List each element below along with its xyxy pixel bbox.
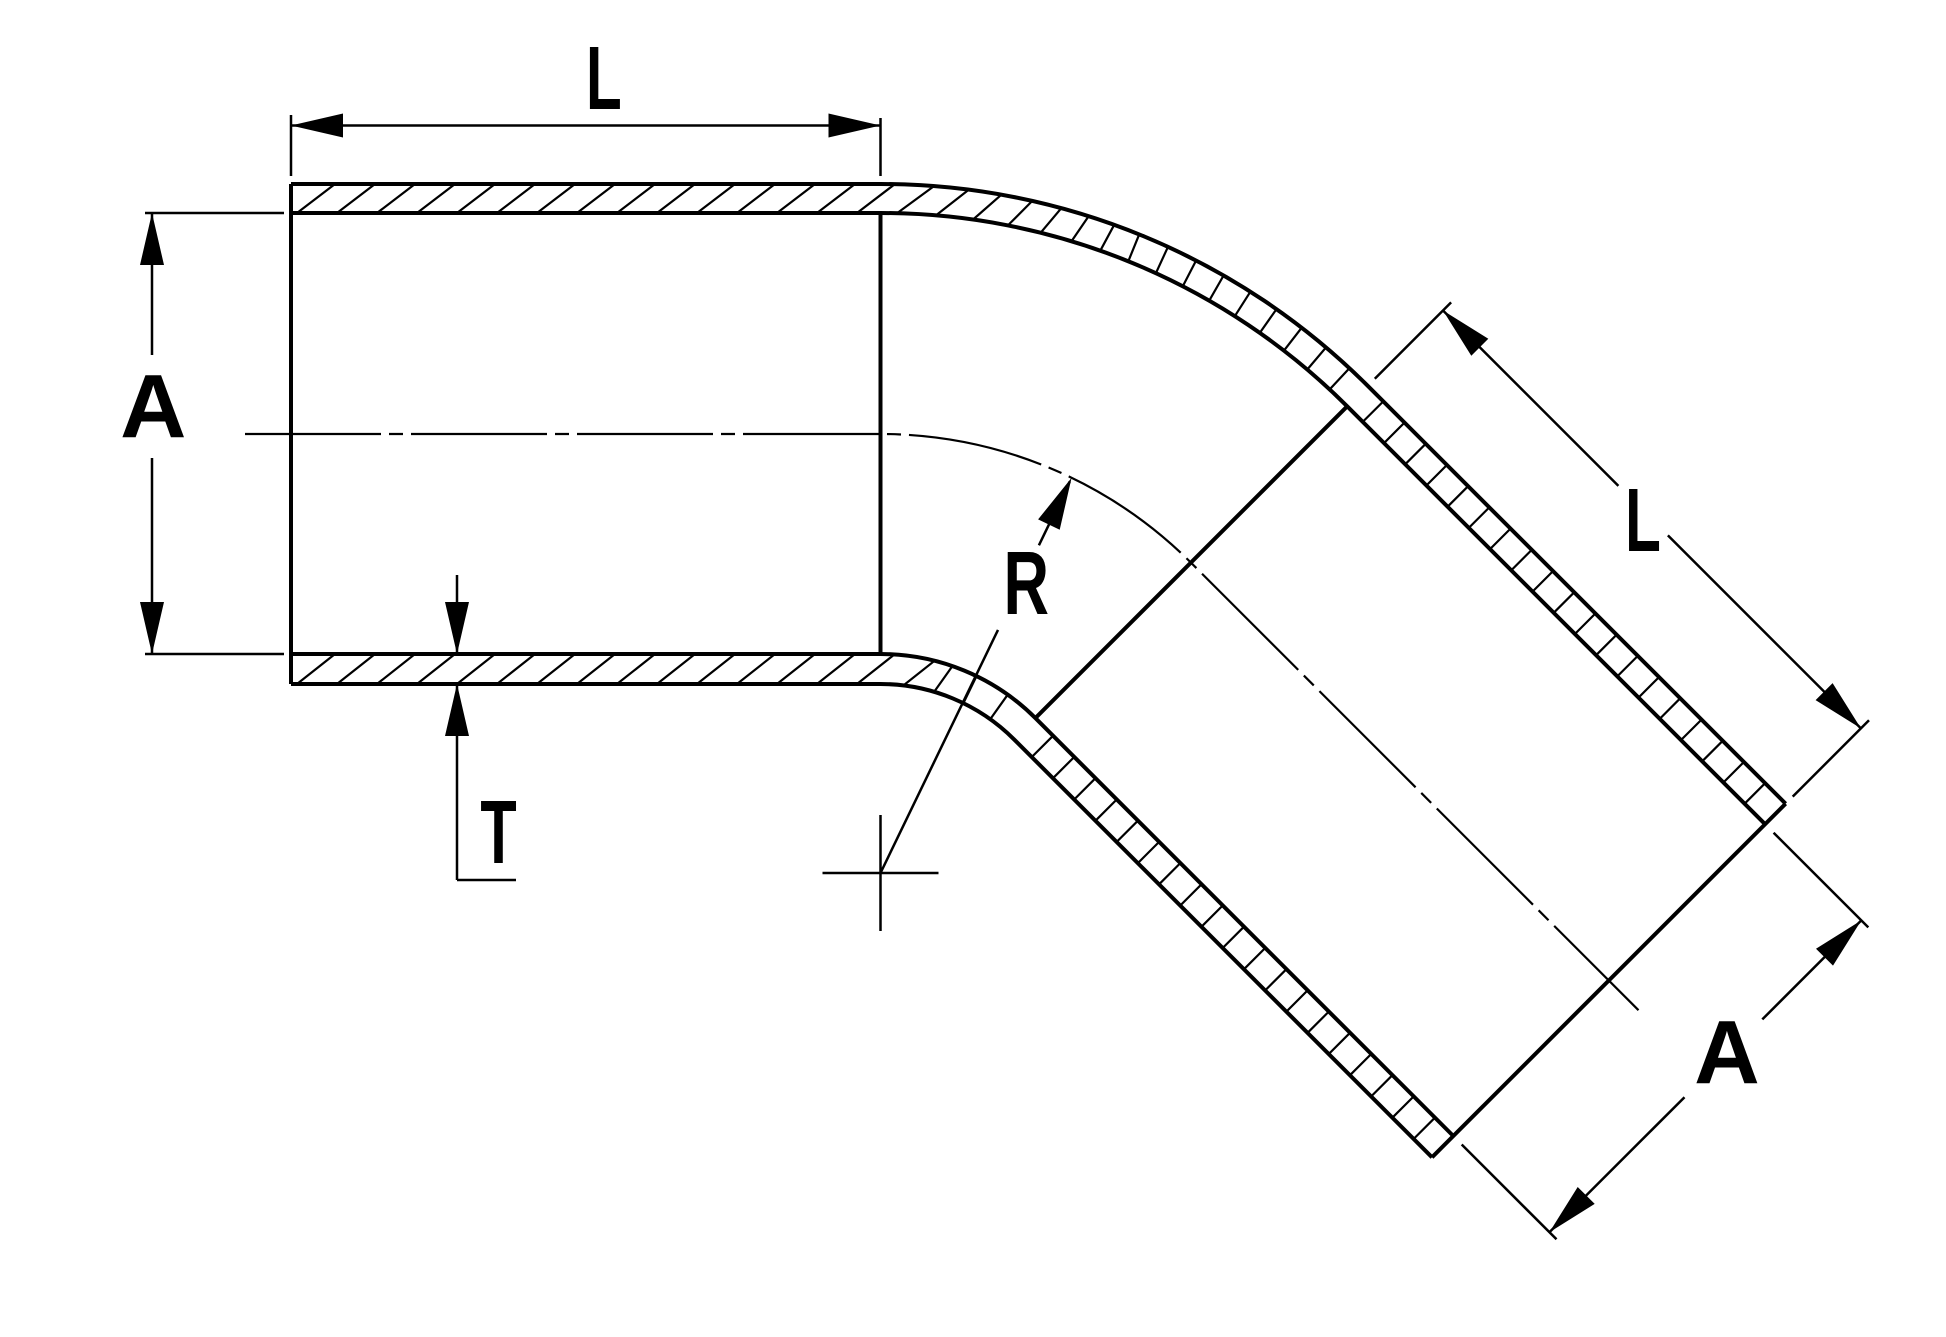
svg-text:A: A xyxy=(120,357,186,457)
svg-text:L: L xyxy=(1625,470,1661,571)
svg-text:R: R xyxy=(1003,534,1048,634)
svg-text:A: A xyxy=(1694,1003,1760,1103)
svg-text:L: L xyxy=(586,28,622,129)
svg-text:T: T xyxy=(480,783,516,883)
